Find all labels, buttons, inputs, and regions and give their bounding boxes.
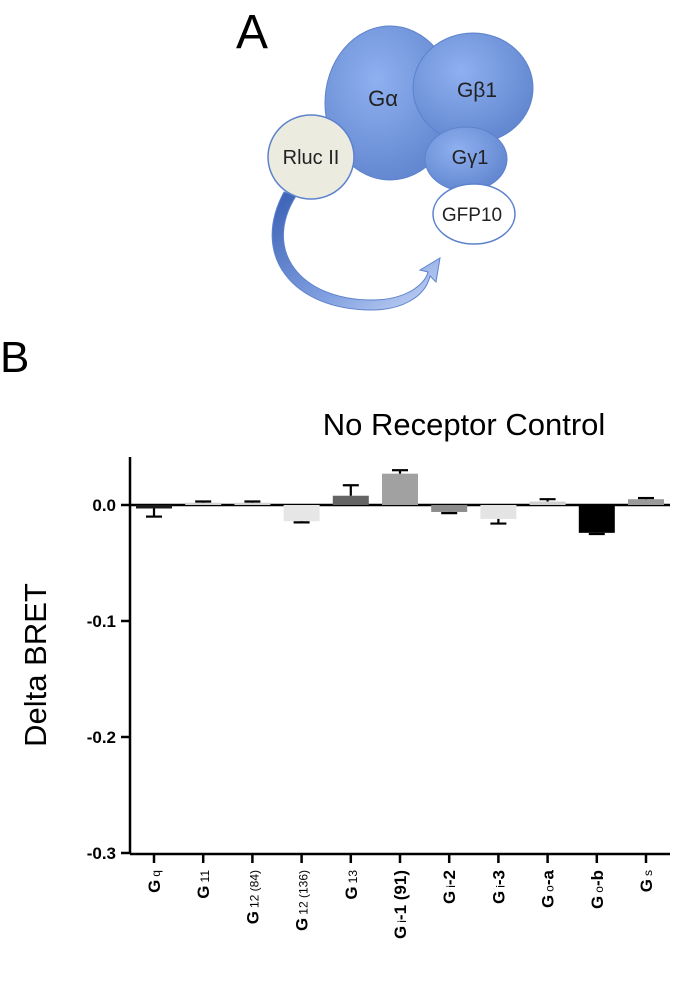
chart-title: No Receptor Control [323,407,606,442]
bar [234,502,271,505]
galpha-label: Gα [368,86,398,111]
bar [529,501,566,505]
x-tick-label: Gi-2 [440,870,459,904]
x-tick-label: G12 (136) [293,870,312,931]
bret-sensor-diagram: Gα Gβ1 Gγ1 GFP10 Rluc II [267,25,534,311]
x-tick-label: Gi-3 [489,870,508,904]
bar [283,505,320,522]
panel-b-label: B [0,333,29,382]
x-tick-label: G11 [194,870,213,899]
y-tick-label: -0.3 [87,844,116,863]
panel-a-label: A [236,6,268,59]
bar [332,495,369,505]
x-tick-label: Gq [145,870,164,893]
x-tick-label: G12 (84) [243,870,262,924]
x-tick-label: Go-a [539,869,558,908]
y-tick-label: -0.2 [87,728,116,747]
bar [136,505,172,509]
bar [431,505,468,512]
y-tick-label: 0.0 [92,496,116,515]
gfp10-label: GFP10 [442,205,502,226]
bar [480,505,517,519]
x-tick-label: Gs [637,870,656,892]
x-tick-label: Gi-1 (91) [391,870,410,939]
gfp10-circle [432,183,516,245]
rluc-circle [267,114,355,200]
energy-transfer-arrow [271,191,441,311]
plot-area: 0.0 -0.1 -0.2 -0.3Gq G11 G12 (84) G12 (136) G13… [87,457,670,939]
y-axis-label: Delta BRET [18,583,53,747]
y-tick-label: -0.1 [87,612,116,631]
bar [382,473,418,505]
x-tick-label: G13 [342,870,361,900]
ggamma-label: Gγ1 [452,147,489,169]
bar [578,505,615,533]
gbeta-label: Gβ1 [457,79,497,102]
bar [185,502,222,505]
bar [628,499,664,505]
rluc-label: Rluc II [283,147,340,169]
x-tick-label: Go-b [588,870,607,909]
